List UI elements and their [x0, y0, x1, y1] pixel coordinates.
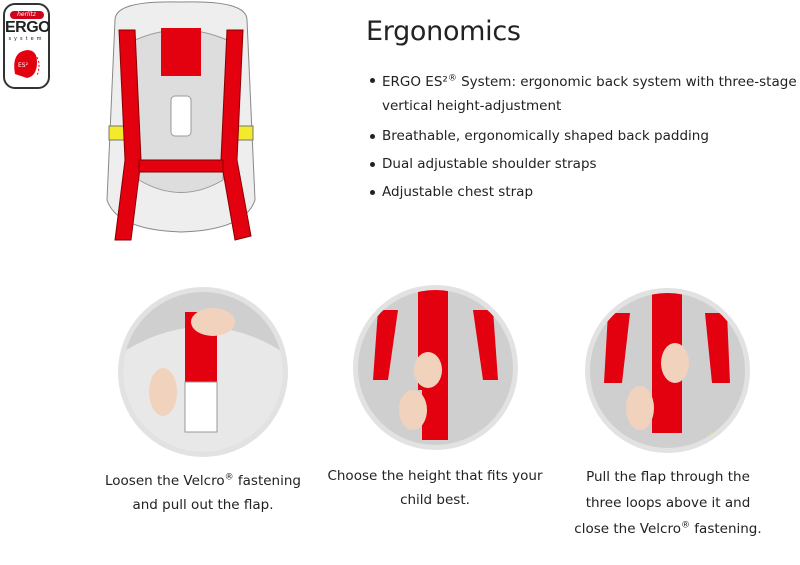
- step-2-image: [353, 285, 518, 450]
- step-3-image: [585, 288, 750, 453]
- badge-text: ES²: [18, 62, 29, 69]
- feature-item: Dual adjustable shoulder straps: [370, 150, 800, 178]
- feature-text: System: ergonomic back system with three…: [382, 74, 797, 114]
- feature-list: ERGO ES²® System: ergonomic back system …: [370, 68, 800, 206]
- caption-text: Choose the height that fits your child b…: [327, 468, 543, 508]
- step-1-image: [118, 287, 288, 457]
- backpack-illustration: [106, 1, 256, 241]
- ergo-system-logo: herlitz ERGO system ES²: [3, 3, 51, 89]
- logo-subtitle: system: [8, 36, 45, 42]
- step-3-caption: Pull the flap through the three loops ab…: [568, 464, 768, 542]
- feature-text: ERGO ES²: [382, 74, 448, 90]
- step-1-caption: Loosen the Velcro® fastening and pull ou…: [93, 469, 313, 517]
- caption-text: Loosen the Velcro: [104, 473, 225, 489]
- feature-item: Adjustable chest strap: [370, 178, 800, 206]
- caption-text: fastening and pull out the flap.: [132, 473, 301, 513]
- registered-mark: ®: [447, 73, 457, 84]
- back-shape-icon: ES²: [13, 50, 39, 78]
- caption-text: Pull the flap through the three loops ab…: [574, 469, 751, 537]
- feature-item: ERGO ES²® System: ergonomic back system …: [370, 68, 800, 118]
- registered-mark: ®: [681, 520, 690, 531]
- brand-label: herlitz: [9, 11, 44, 19]
- caption-text: fastening.: [690, 521, 762, 537]
- page-title: Ergonomics: [366, 16, 521, 47]
- logo-title: ERGO: [5, 19, 51, 36]
- registered-mark: ®: [224, 472, 234, 483]
- feature-item: Breathable, ergonomically shaped back pa…: [370, 122, 800, 150]
- step-2-caption: Choose the height that fits your child b…: [325, 464, 545, 512]
